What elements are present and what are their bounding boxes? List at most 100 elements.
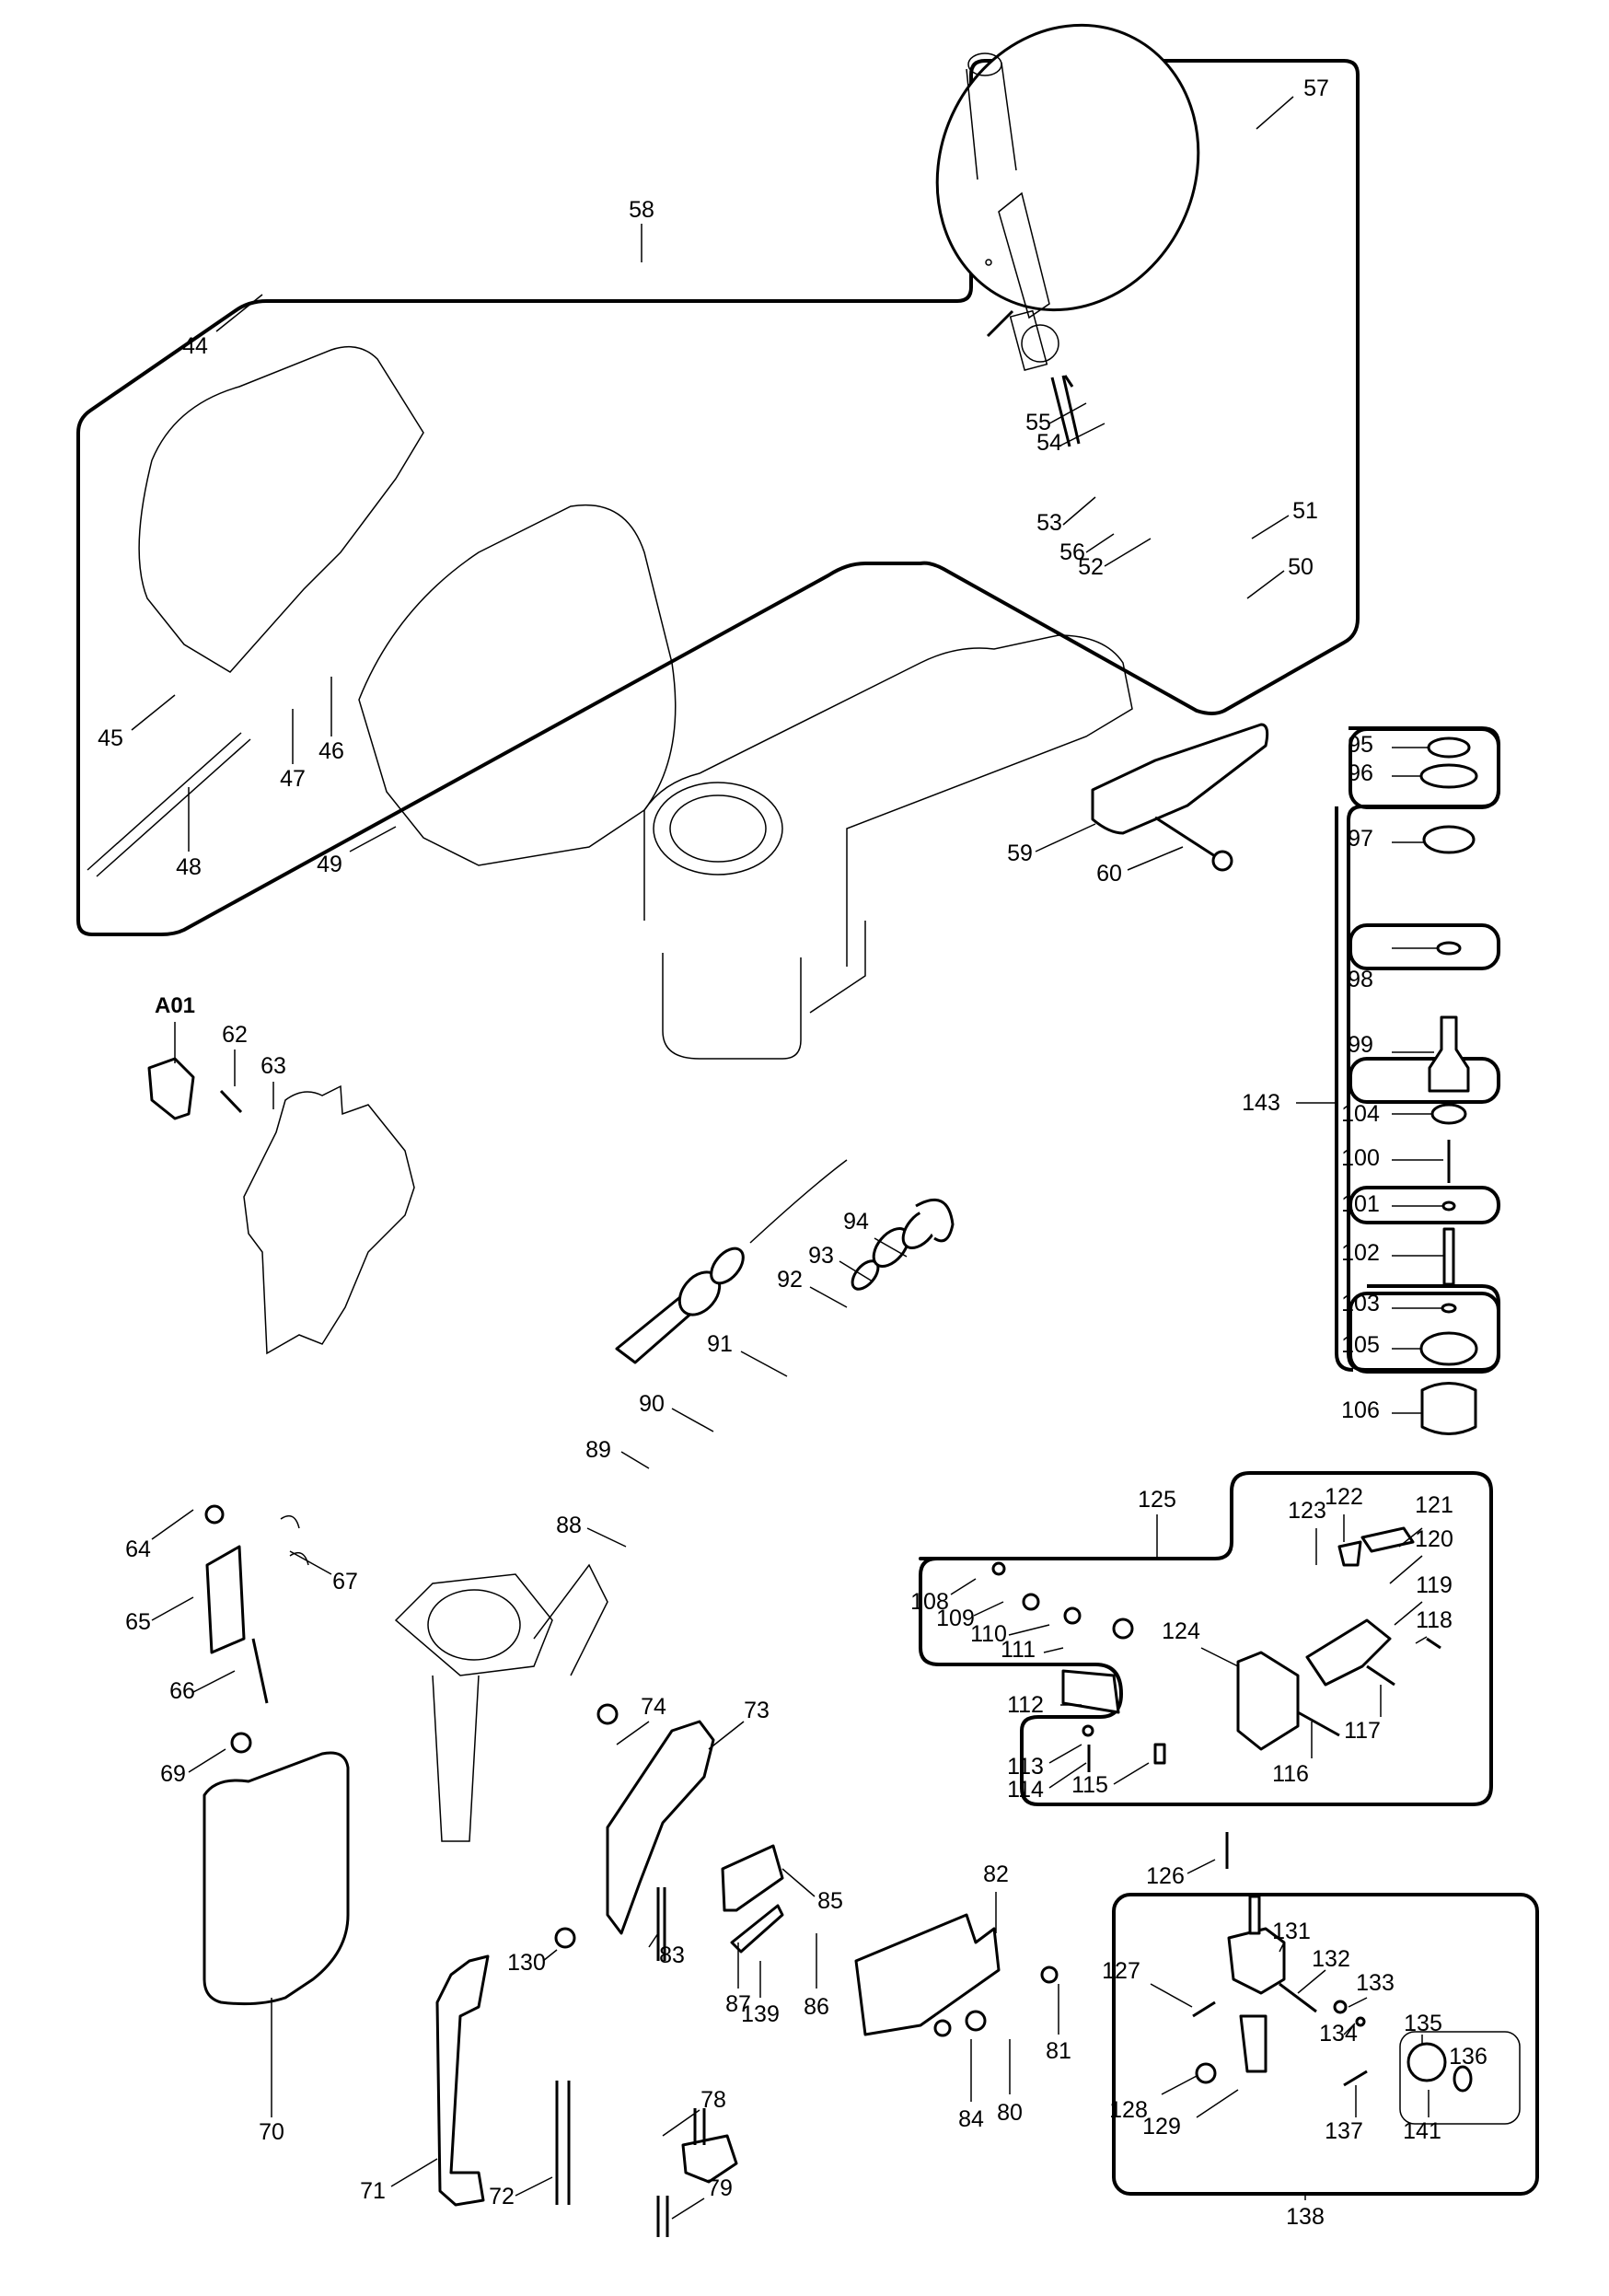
leader-line-66 xyxy=(192,1670,236,1693)
arm-121 xyxy=(1360,1526,1415,1553)
magazine-cover-45 xyxy=(138,345,424,673)
part-label-69: 69 xyxy=(160,1761,186,1787)
part-label-98: 98 xyxy=(1348,967,1373,992)
oring-96 xyxy=(1419,763,1478,789)
leader-line-121 xyxy=(1398,1527,1423,1548)
part-label-46: 46 xyxy=(318,738,344,764)
bolt-62 xyxy=(219,1089,243,1114)
block-131 xyxy=(1227,1927,1286,1995)
part-label-63: 63 xyxy=(260,1053,286,1079)
part-label-125: 125 xyxy=(1138,1487,1176,1513)
part-label-79: 79 xyxy=(707,2175,733,2201)
cap-112 xyxy=(1061,1669,1120,1714)
oring-105 xyxy=(1419,1331,1478,1366)
cap-97 xyxy=(1422,825,1476,854)
part-label-49: 49 xyxy=(317,852,342,877)
leader-line-130 xyxy=(542,1949,558,1962)
plug-80 xyxy=(965,2010,987,2032)
arm-122 xyxy=(1337,1540,1362,1567)
pin-66 xyxy=(251,1638,269,1704)
part-label-143: 143 xyxy=(1242,1090,1280,1116)
group-frame-125 xyxy=(919,1471,1493,1806)
part-label-132: 132 xyxy=(1312,1946,1350,1972)
part-label-65: 65 xyxy=(125,1609,151,1635)
leader-line-94 xyxy=(874,1237,908,1258)
part-label-78: 78 xyxy=(700,2087,726,2113)
shaft-50 xyxy=(1050,375,1081,447)
cover-70 xyxy=(203,1751,350,2006)
leader-line-88 xyxy=(586,1527,627,1548)
trigger-73 xyxy=(606,1720,715,1935)
part-label-64: 64 xyxy=(125,1536,151,1562)
rod-72 xyxy=(555,2081,571,2205)
leader-line-113 xyxy=(1048,1744,1082,1764)
oring-104 xyxy=(1430,1103,1467,1125)
rod-48b xyxy=(87,732,242,871)
leader-line-59 xyxy=(1035,823,1096,852)
part-label-59: 59 xyxy=(1007,841,1033,866)
leader-lines xyxy=(131,96,1469,2220)
part-label-139: 139 xyxy=(741,2001,780,2027)
cap-106 xyxy=(1420,1382,1477,1435)
part-label-50: 50 xyxy=(1288,554,1314,580)
part-label-53: 53 xyxy=(1036,510,1062,536)
part-label-131: 131 xyxy=(1272,1919,1311,1944)
part-label-95: 95 xyxy=(1348,732,1373,758)
part-label-121: 121 xyxy=(1415,1492,1453,1518)
part-label-84: 84 xyxy=(958,2106,984,2132)
part-label-88: 88 xyxy=(556,1513,582,1538)
part-label-70: 70 xyxy=(259,2119,284,2145)
part-label-86: 86 xyxy=(804,1994,829,2020)
leader-line-65 xyxy=(151,1596,194,1621)
screw-84 xyxy=(933,2019,952,2037)
part-label-90: 90 xyxy=(639,1391,665,1417)
part-109 xyxy=(1022,1593,1040,1611)
part-label-128: 128 xyxy=(1109,2097,1148,2123)
part-label-67: 67 xyxy=(332,1569,358,1594)
part-label-141: 141 xyxy=(1403,2118,1441,2144)
leader-line-133 xyxy=(1348,1997,1368,2008)
leader-line-124 xyxy=(1200,1647,1239,1667)
pin-118 xyxy=(1426,1637,1441,1650)
part-label-58: 58 xyxy=(629,197,654,223)
part-label-81: 81 xyxy=(1046,2038,1071,2064)
screw-60 xyxy=(1154,816,1216,858)
pin-116 xyxy=(1297,1710,1340,1737)
part-label-97: 97 xyxy=(1348,826,1373,852)
pin-117 xyxy=(1366,1664,1395,1687)
part-label-51: 51 xyxy=(1292,498,1318,524)
leader-line-52 xyxy=(1104,538,1152,567)
part-label-56: 56 xyxy=(1059,539,1085,565)
disc-57 xyxy=(935,23,1200,312)
plunger-124 xyxy=(1236,1651,1300,1751)
part-label-102: 102 xyxy=(1341,1240,1380,1266)
leader-line-44 xyxy=(215,294,263,332)
leader-line-71 xyxy=(390,2158,438,2187)
oring-98 xyxy=(1436,941,1462,956)
part-label-135: 135 xyxy=(1404,2011,1442,2036)
part-115 xyxy=(1153,1743,1166,1765)
leader-line-64 xyxy=(151,1509,194,1540)
part-label-111: 111 xyxy=(1001,1637,1036,1663)
leader-line-60 xyxy=(1127,846,1184,871)
bolt-69 xyxy=(230,1732,252,1754)
leader-line-127 xyxy=(1150,1983,1193,2008)
bracket-59 xyxy=(1091,723,1269,835)
leader-line-49 xyxy=(349,826,397,852)
part-label-71: 71 xyxy=(360,2178,386,2204)
nut-128 xyxy=(1195,2062,1217,2084)
part-label-120: 120 xyxy=(1415,1526,1453,1552)
part-label-87: 87 xyxy=(725,1991,751,2017)
leader-line-109 xyxy=(973,1601,1004,1617)
leader-line-56 xyxy=(1085,533,1115,553)
leader-line-93 xyxy=(839,1260,874,1282)
leader-line-90 xyxy=(671,1408,714,1432)
leader-line-91 xyxy=(740,1351,788,1377)
leader-line-69 xyxy=(188,1748,226,1773)
part-label-83: 83 xyxy=(659,1942,685,1968)
leader-line-119 xyxy=(1394,1601,1423,1626)
part-label-72: 72 xyxy=(489,2184,515,2209)
part-label-108: 108 xyxy=(910,1589,949,1615)
part-label-47: 47 xyxy=(280,766,306,792)
